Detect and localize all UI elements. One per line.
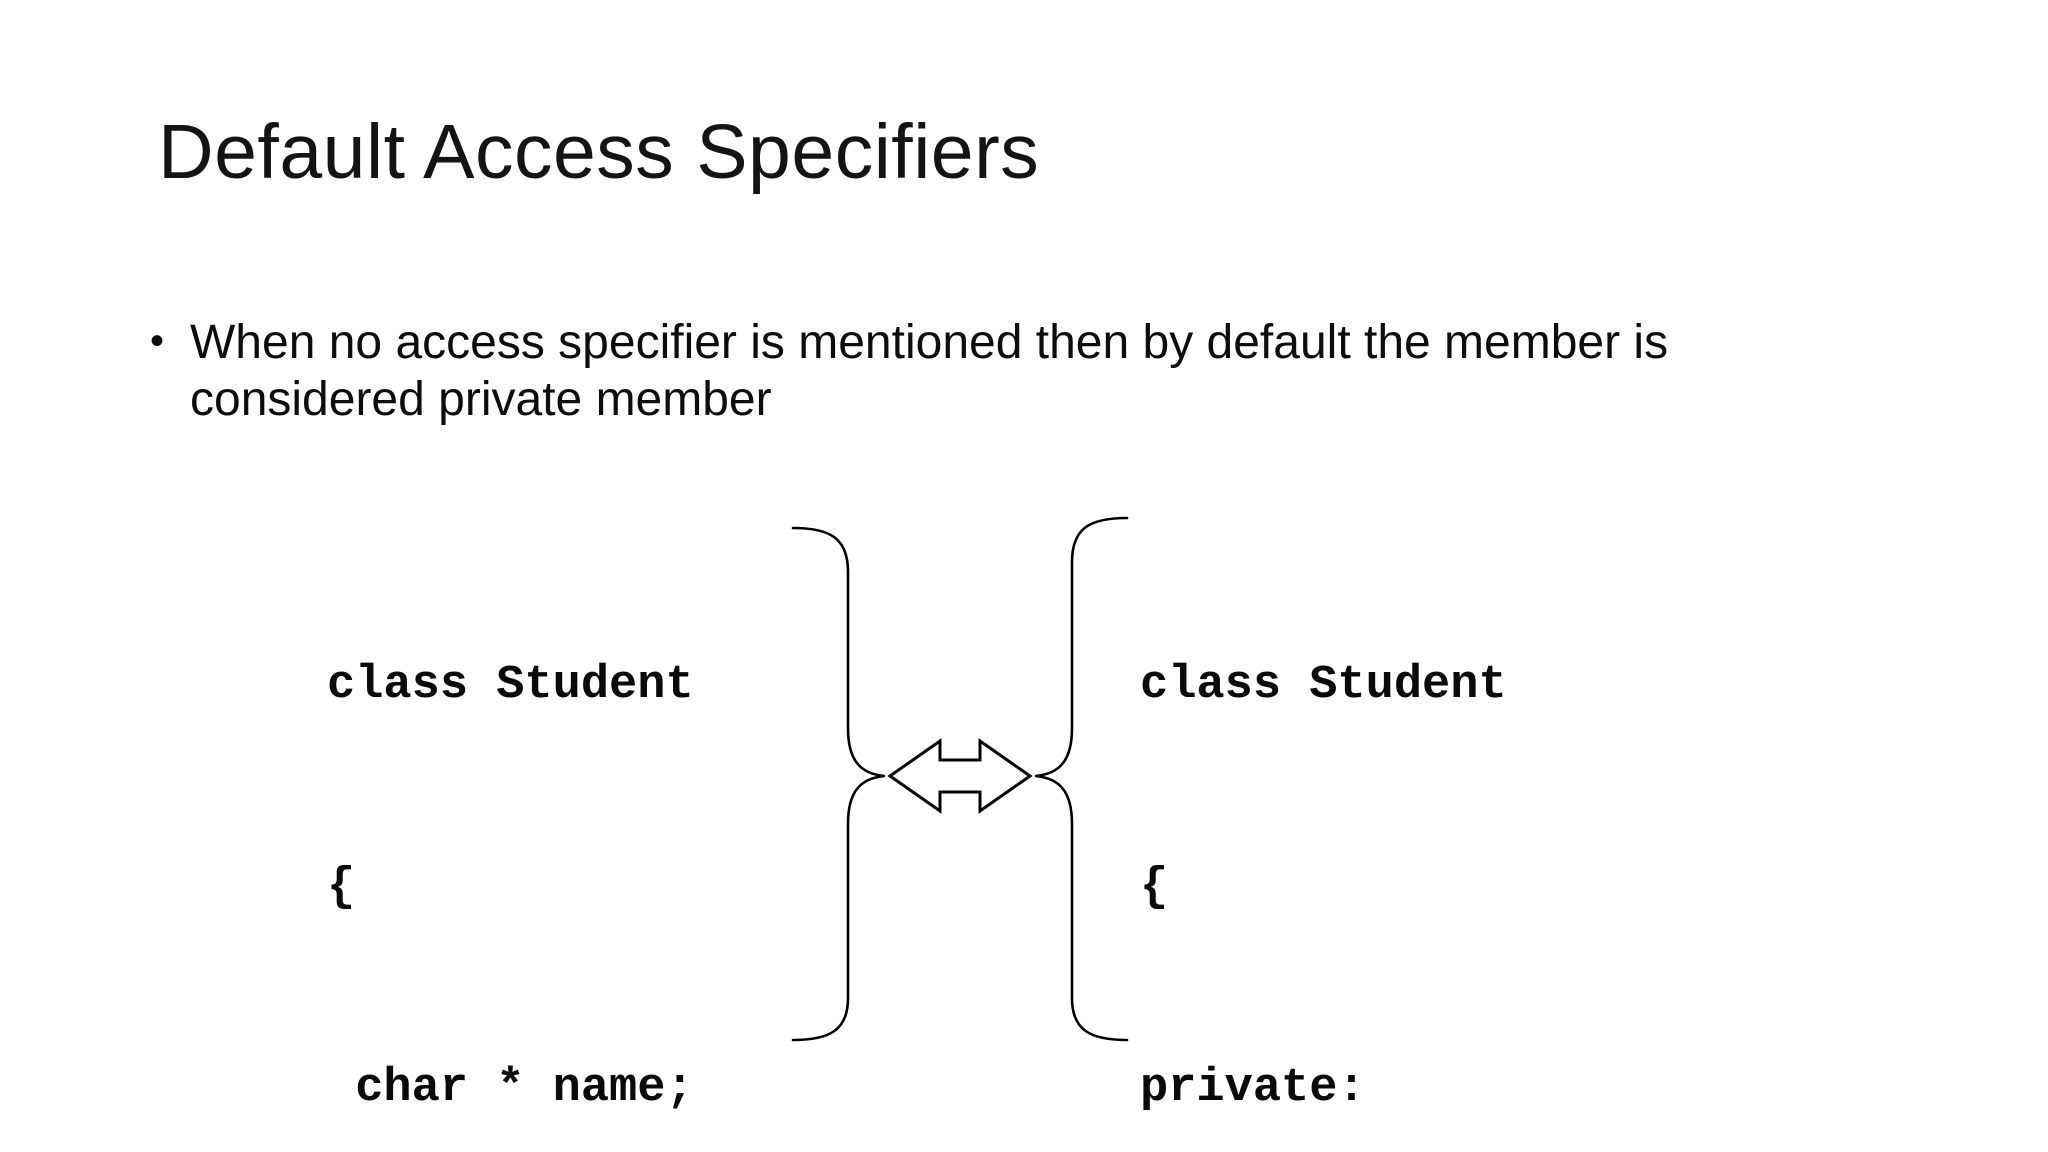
bullet-list: • When no access specifier is mentioned … [150,315,1910,428]
double-headed-arrow-icon [887,738,1033,814]
code-block-left: class Student { char * name; int RollNo;… [327,518,694,1152]
page-title: Default Access Specifiers [158,109,1040,195]
code-line: private: [1140,1062,1366,1116]
code-line: char * name; [327,1062,694,1116]
equivalence-connector [780,490,1140,1070]
left-curly-brace-icon [1034,516,1129,1042]
list-item: • When no access specifier is mentioned … [150,315,1910,428]
bullet-marker-icon: • [150,319,165,363]
right-curly-brace-icon [791,526,886,1042]
code-line: { [327,860,356,914]
code-block-right: class Student { private: char * name; in… [1140,518,1535,1152]
bullet-text: When no access specifier is mentioned th… [190,316,1669,426]
code-line: class Student [1140,659,1507,713]
code-line: { [1140,860,1169,914]
code-line: class Student [327,659,694,713]
